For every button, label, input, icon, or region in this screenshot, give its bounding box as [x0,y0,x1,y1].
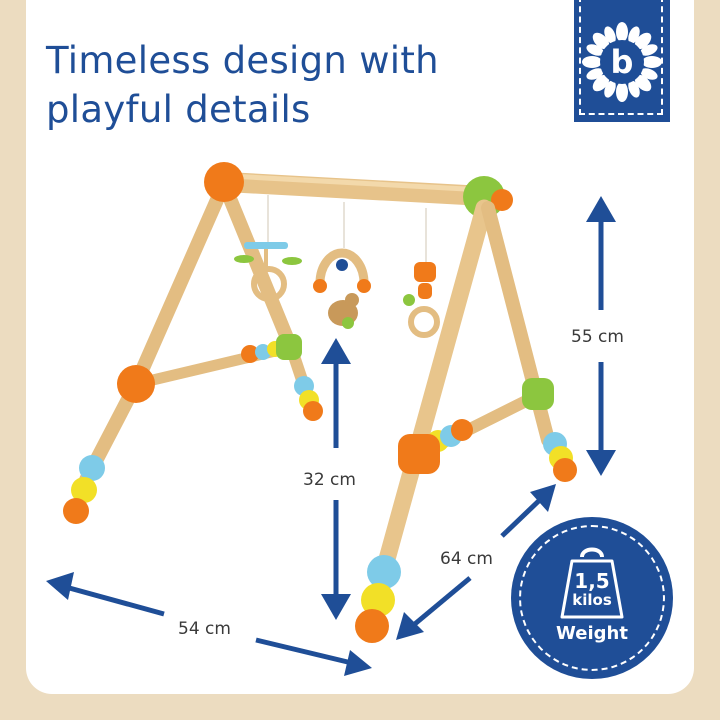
arrow-width [46,572,372,676]
back-frame [63,177,323,524]
weight-kettlebell-icon [560,547,624,619]
top-bar [204,162,513,218]
front-frame [355,199,577,643]
dimension-depth: 64 cm [440,549,493,569]
headline-line-1: Timeless design with [46,39,439,82]
hanging-toys [234,195,440,338]
brand-logo: b [574,0,670,122]
arrow-height-inner [321,338,351,620]
dimension-height-inner: 32 cm [303,470,356,490]
headline: Timeless design with playful details [46,36,526,134]
headline-line-2: playful details [46,88,311,131]
dimension-width: 54 cm [178,619,231,639]
weight-badge: 1,5 kilos Weight [511,517,673,679]
arrow-depth [396,484,556,640]
arrow-height-total [586,196,616,476]
logo-stitch-border [579,0,663,115]
weight-unit: kilos [572,591,612,609]
dimension-arrows [46,196,616,676]
weight-value: 1,5 [574,569,610,593]
weight-label: Weight [556,623,628,644]
dimension-height-total: 55 cm [571,327,624,347]
flower-b-logo-icon: b [582,22,662,102]
weight-badge-ring [519,525,665,671]
logo-letter: b [611,43,634,81]
